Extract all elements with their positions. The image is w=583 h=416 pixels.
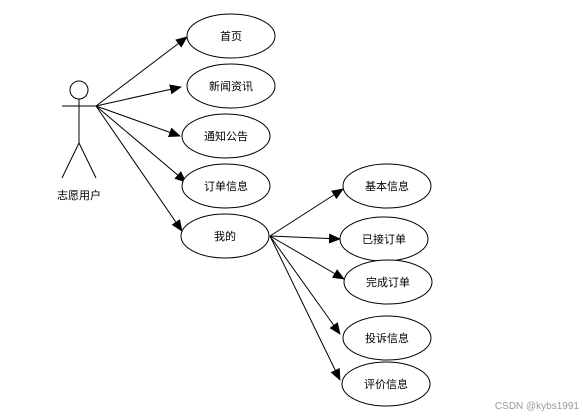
- use-case-notice-label: 通知公告: [204, 129, 248, 143]
- assoc-home: [95, 36, 188, 107]
- assoc-notice: [95, 105, 181, 138]
- actor-left-leg: [61, 142, 80, 179]
- assoc-review: [269, 235, 341, 381]
- actor-head: [69, 80, 89, 100]
- assoc-accepted: [269, 233, 341, 244]
- assoc-order: [95, 105, 187, 183]
- actor-associations: [95, 36, 188, 232]
- use-case-order: [181, 163, 271, 209]
- use-case-news-label: 新闻资讯: [209, 79, 253, 93]
- actor-right-leg: [78, 142, 97, 179]
- assoc-complaint: [269, 235, 341, 335]
- use-case-news: [186, 63, 276, 109]
- assoc-mine: [95, 105, 183, 232]
- actor-stick-figure: [61, 80, 97, 179]
- use-case-order-label: 订单信息: [204, 179, 248, 193]
- use-case-mine: [180, 213, 270, 259]
- use-case-notice: [181, 113, 271, 159]
- use-case-done: [343, 259, 433, 305]
- watermark-text: CSDN @kybs1991: [494, 401, 579, 412]
- use-case-mine-label: 我的: [214, 229, 236, 243]
- use-case-accepted-label: 已接订单: [362, 233, 406, 246]
- assoc-news: [95, 84, 182, 107]
- use-case-home-label: 首页: [220, 29, 242, 43]
- use-case-review-label: 评价信息: [364, 377, 408, 391]
- use-case-home: [186, 13, 276, 59]
- use-case-done-label: 完成订单: [366, 275, 410, 289]
- use-case-complaint: [342, 315, 432, 361]
- assoc-basic: [269, 188, 344, 237]
- use-case-basic-label: 基本信息: [365, 179, 409, 193]
- use-case-complaint-label: 投诉信息: [365, 331, 409, 345]
- assoc-done: [269, 235, 345, 280]
- use-case-review: [341, 361, 431, 407]
- mine-associations: [269, 188, 345, 381]
- actor-label: 志愿用户: [57, 188, 101, 202]
- use-case-basic: [342, 163, 432, 209]
